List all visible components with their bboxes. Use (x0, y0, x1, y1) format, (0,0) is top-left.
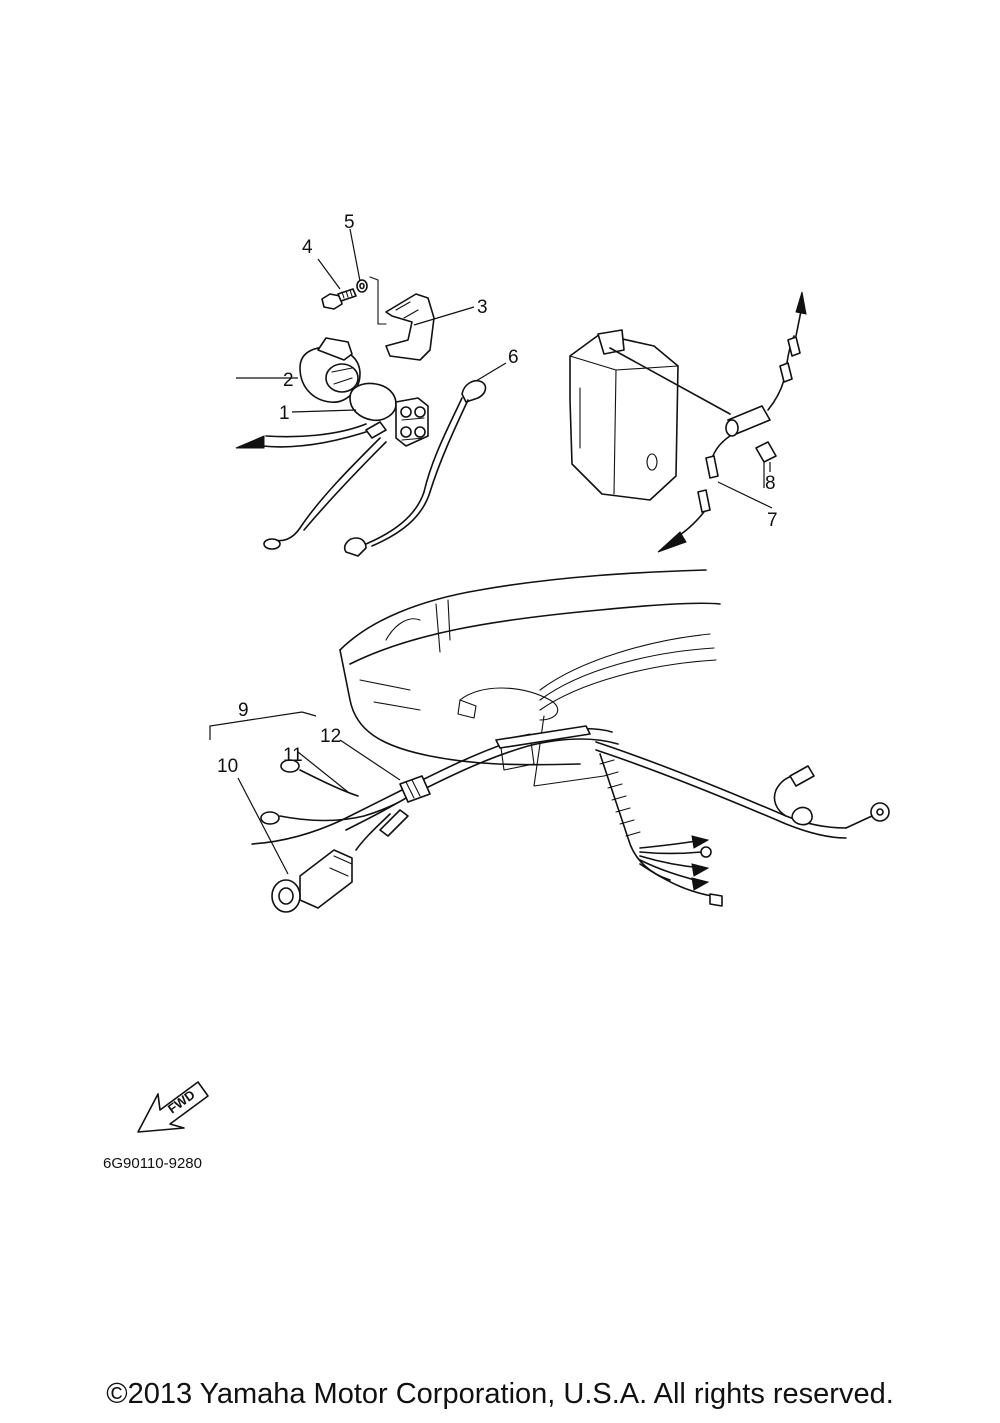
battery-cable-part-6 (343, 379, 487, 557)
callout-12: 12 (320, 726, 341, 747)
relay-cover-part-2 (299, 337, 361, 403)
callout-5: 5 (344, 212, 355, 233)
fwd-arrow-icon: FWD (137, 1081, 209, 1133)
callout-4: 4 (302, 237, 313, 258)
callout-7: 7 (767, 510, 778, 531)
washer-part-5 (356, 279, 368, 293)
electrical-box (569, 329, 679, 501)
fuse-part-8 (755, 441, 777, 472)
callout-3: 3 (477, 297, 488, 318)
starter-relay-part-1 (349, 382, 429, 447)
callout-10: 10 (217, 756, 238, 777)
bracket-part-3 (369, 276, 435, 361)
leader-lines (209, 228, 765, 875)
callout-1: 1 (279, 403, 290, 424)
bolt-part-4 (321, 288, 357, 310)
lead-wire-part-11 (260, 759, 407, 825)
relay-leads (235, 421, 387, 550)
callout-8: 8 (765, 473, 776, 494)
bottom-cowling (339, 569, 721, 787)
callout-2: 2 (283, 370, 294, 391)
figure-code: 6G90110-9280 (103, 1155, 202, 1172)
wire-harness (401, 725, 890, 907)
copyright-notice: ©2013 Yamaha Motor Corporation, U.S.A. A… (106, 1378, 894, 1410)
callout-6: 6 (508, 347, 519, 368)
callout-9: 9 (238, 700, 249, 721)
callout-labels: 2 1 4 5 3 6 8 7 9 12 11 10 (217, 212, 778, 777)
callout-11: 11 (283, 745, 303, 766)
fuse-holder-part-7 (609, 291, 807, 553)
connector-part-10 (271, 809, 409, 913)
